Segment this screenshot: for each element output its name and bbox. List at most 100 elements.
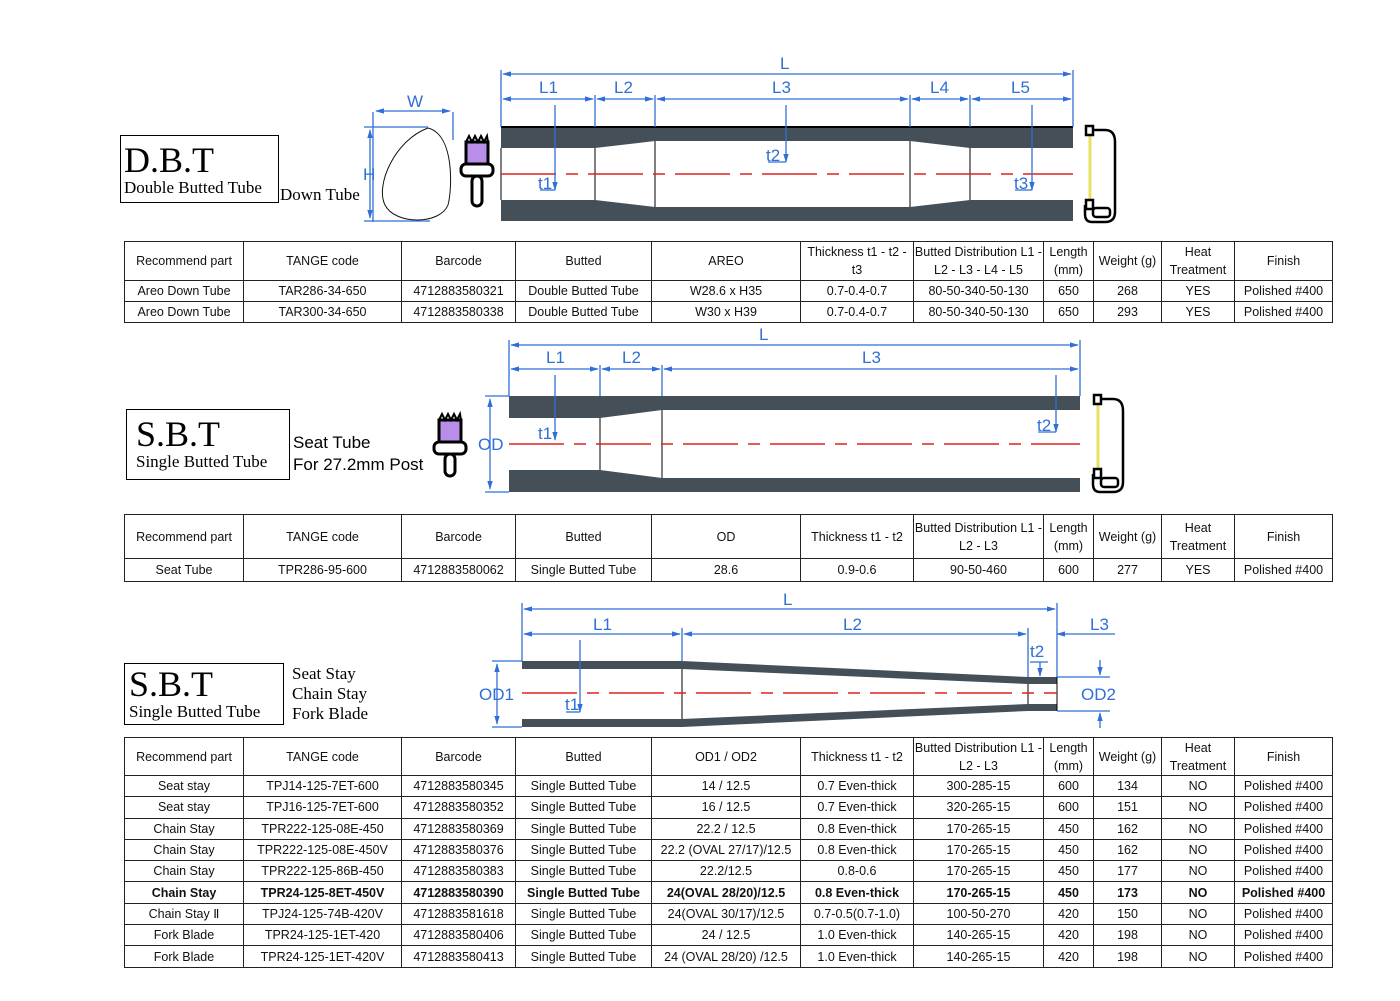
table-cell: 600 — [1043, 558, 1094, 582]
dim-t1: t1 — [538, 174, 552, 193]
dim-t2: t2 — [766, 146, 780, 165]
column-header: Length (mm) — [1043, 241, 1094, 281]
table-cell: TPR24-125-8ET-450V — [243, 881, 402, 904]
dim-t2: t2 — [1037, 416, 1051, 435]
table-cell: 4712883580369 — [401, 817, 516, 840]
column-header: Weight (g) — [1093, 737, 1162, 776]
table-cell: Polished #400 — [1234, 902, 1333, 926]
table-cell: W30 x H39 — [651, 301, 801, 323]
table-cell: 170-265-15 — [913, 860, 1044, 883]
table-cell: Chain Stay — [124, 881, 244, 904]
table-cell: TPR222-125-86B-450 — [243, 860, 402, 883]
column-header: Weight (g) — [1093, 514, 1162, 559]
table-cell: Areo Down Tube — [124, 301, 244, 323]
hacksaw-icon — [1083, 124, 1117, 224]
table-cell: Polished #400 — [1234, 301, 1333, 323]
table-cell: 0.9-0.6 — [800, 558, 914, 582]
table-cell: Single Butted Tube — [515, 924, 652, 947]
table-cell: Double Butted Tube — [515, 280, 652, 302]
column-header: Finish — [1234, 241, 1333, 281]
table-cell: 134 — [1093, 774, 1162, 798]
table-cell: NO — [1161, 774, 1235, 798]
column-header: TANGE code — [243, 737, 402, 776]
table-cell: 4712883580406 — [401, 924, 516, 947]
dim-t2: t2 — [1030, 642, 1044, 661]
table-cell: 24(OVAL 30/17)/12.5 — [651, 902, 801, 926]
dbt-subtitle: Double Butted Tube — [124, 178, 262, 197]
table-cell: TPR24-125-1ET-420 — [243, 924, 402, 947]
table-cell: 0.8 Even-thick — [800, 838, 914, 862]
table-cell: NO — [1161, 945, 1235, 968]
table-cell: 100-50-270 — [913, 902, 1044, 926]
table-cell: 162 — [1093, 838, 1162, 862]
stay-tube-wall-bottom — [522, 704, 1057, 727]
table-cell: Double Butted Tube — [515, 301, 652, 323]
table-cell: 600 — [1043, 774, 1094, 798]
brush-icon — [432, 410, 468, 478]
table-cell: NO — [1161, 838, 1235, 862]
hacksaw-icon — [1091, 393, 1125, 494]
column-header: AREO — [651, 241, 801, 281]
table-cell: TPJ24-125-74B-420V — [243, 902, 402, 926]
table-cell: Polished #400 — [1234, 924, 1333, 947]
table-cell: 80-50-340-50-130 — [913, 280, 1044, 302]
table-cell: 650 — [1043, 301, 1094, 323]
table-cell: TPJ16-125-7ET-600 — [243, 796, 402, 819]
table-cell: 300-285-15 — [913, 774, 1044, 798]
table-cell: Fork Blade — [124, 945, 244, 968]
column-header: Heat Treatment — [1161, 241, 1235, 281]
table-cell: 450 — [1043, 838, 1094, 862]
table-cell: 277 — [1093, 558, 1162, 582]
sbt-seat-tube-info: Seat Tube For 27.2mm Post — [293, 432, 423, 476]
dim-od2: OD2 — [1081, 685, 1116, 704]
table-cell: 4712883580352 — [401, 796, 516, 819]
table-cell: TPR286-95-600 — [243, 558, 402, 582]
dim-od: OD — [478, 435, 504, 454]
column-header: Recommend part — [124, 514, 244, 559]
table-cell: TPR24-125-1ET-420V — [243, 945, 402, 968]
table-cell: 4712883580383 — [401, 860, 516, 883]
table-cell: 420 — [1043, 902, 1094, 926]
table-cell: 1.0 Even-thick — [800, 945, 914, 968]
tube-name-chain-stay: Chain Stay — [292, 684, 368, 703]
table-cell: 198 — [1093, 924, 1162, 947]
table-cell: 16 / 12.5 — [651, 796, 801, 819]
table-cell: 420 — [1043, 945, 1094, 968]
table-cell: 28.6 — [651, 558, 801, 582]
table-cell: NO — [1161, 924, 1235, 947]
table-cell: 450 — [1043, 881, 1094, 904]
column-header: Barcode — [401, 241, 516, 281]
table-cell: 4712883580345 — [401, 774, 516, 798]
table-cell: Single Butted Tube — [515, 838, 652, 862]
table-cell: Single Butted Tube — [515, 881, 652, 904]
table-cell: 0.8-0.6 — [800, 860, 914, 883]
dbt-tube-name: Down Tube — [280, 185, 360, 204]
sbt-seat-diagram: L L1 L2 L3 t1 t2 OD — [432, 325, 1125, 494]
table-cell: Polished #400 — [1234, 945, 1333, 968]
dim-l5: L5 — [1011, 78, 1030, 97]
dim-l4: L4 — [930, 78, 949, 97]
table-cell: Polished #400 — [1234, 817, 1333, 840]
table-cell: NO — [1161, 817, 1235, 840]
table-cell: Polished #400 — [1234, 860, 1333, 883]
table-cell: 170-265-15 — [913, 838, 1044, 862]
table-cell: Single Butted Tube — [515, 796, 652, 819]
table-cell: TAR286-34-650 — [243, 280, 402, 302]
table-cell: 0.7-0.5(0.7-1.0) — [800, 902, 914, 926]
table-cell: 173 — [1093, 881, 1162, 904]
table-cell: Polished #400 — [1234, 838, 1333, 862]
dim-l: L — [780, 54, 789, 73]
column-header: Thickness t1 - t2 — [800, 737, 914, 776]
table-cell: Chain Stay — [124, 860, 244, 883]
dbt-tube-wall-bottom — [501, 200, 1073, 221]
table-cell: 170-265-15 — [913, 881, 1044, 904]
table-cell: 0.7 Even-thick — [800, 774, 914, 798]
table-cell: 4712883580376 — [401, 838, 516, 862]
